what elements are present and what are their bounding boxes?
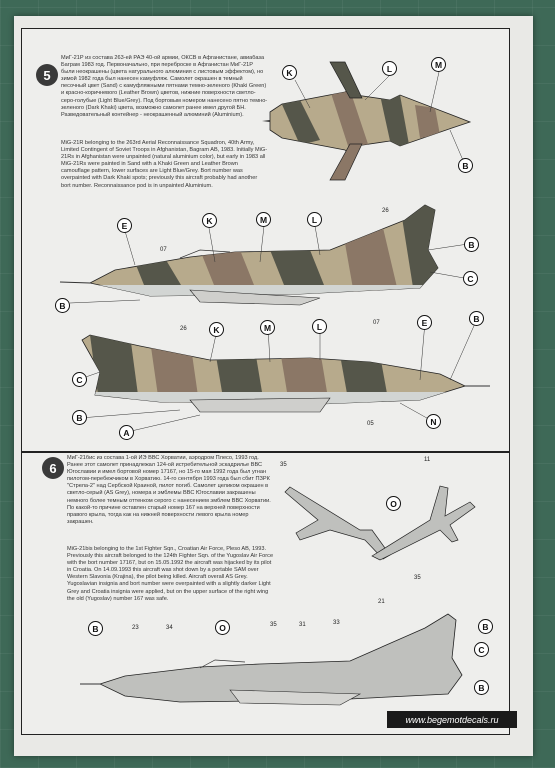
callout-c: C — [474, 642, 489, 657]
stencil-number: 07 — [373, 320, 380, 326]
callout-o: O — [215, 620, 230, 635]
callout-k: K — [282, 65, 297, 80]
stencil-number: 31 — [299, 622, 306, 628]
callout-b: B — [458, 158, 473, 173]
callout-m: M — [260, 320, 275, 335]
stencil-number: 35 — [270, 622, 277, 628]
callout-m: M — [431, 57, 446, 72]
callout-b: B — [55, 298, 70, 313]
callout-b: B — [88, 621, 103, 636]
stencil-number: 26 — [382, 208, 389, 214]
callout-m: M — [256, 212, 271, 227]
callout-b: B — [474, 680, 489, 695]
mig21bis-lower-plan-view — [371, 485, 476, 561]
mig21r-top-view — [262, 61, 472, 181]
mig21r-side-view-left — [81, 334, 490, 413]
stencil-number: 11 — [424, 457, 431, 463]
stencil-number: 26 — [180, 326, 187, 332]
callout-e: E — [417, 315, 432, 330]
callout-b: B — [469, 311, 484, 326]
section-6-text-en: MiG-21bis belonging to the 1st Fighter S… — [67, 546, 274, 602]
mig21bis-upper-plan-view — [284, 486, 391, 560]
callout-n: N — [426, 414, 441, 429]
callout-l: L — [312, 319, 327, 334]
section-5-text-en: MiG-21R belonging to the 263rd Aerial Re… — [61, 140, 268, 189]
section-6-text-ru: МиГ-21бис из состава 1-ой ИЭ ВВС Хорвати… — [67, 455, 271, 525]
callout-b: B — [464, 237, 479, 252]
callout-c: C — [72, 372, 87, 387]
callout-k: K — [209, 322, 224, 337]
callout-k: K — [202, 213, 217, 228]
callout-leader-lines — [69, 71, 478, 433]
callout-o: O — [386, 496, 401, 511]
callout-l: L — [307, 212, 322, 227]
callout-l: L — [382, 61, 397, 76]
mig21bis-side-view — [80, 613, 463, 706]
stencil-number: 05 — [367, 421, 374, 427]
callout-b: B — [478, 619, 493, 634]
mig21r-side-view-right — [59, 204, 439, 306]
section-5-text-ru: МиГ-21Р из состава 263-ей РАЭ 40-ой арми… — [61, 55, 268, 118]
callout-b: B — [72, 410, 87, 425]
stencil-number: 23 — [132, 625, 139, 631]
stencil-number: 35 — [414, 575, 421, 581]
stencil-number: 34 — [166, 625, 173, 631]
section-6-number: 6 — [42, 457, 64, 479]
stencil-number: 33 — [333, 620, 340, 626]
section-5-number: 5 — [36, 64, 58, 86]
stencil-number: 21 — [378, 599, 385, 605]
stencil-number: 35 — [280, 462, 287, 468]
stencil-number: 07 — [160, 247, 167, 253]
website-url[interactable]: www.begemotdecals.ru — [387, 711, 517, 728]
callout-a: A — [119, 425, 134, 440]
callout-c: C — [463, 271, 478, 286]
callout-e: E — [117, 218, 132, 233]
